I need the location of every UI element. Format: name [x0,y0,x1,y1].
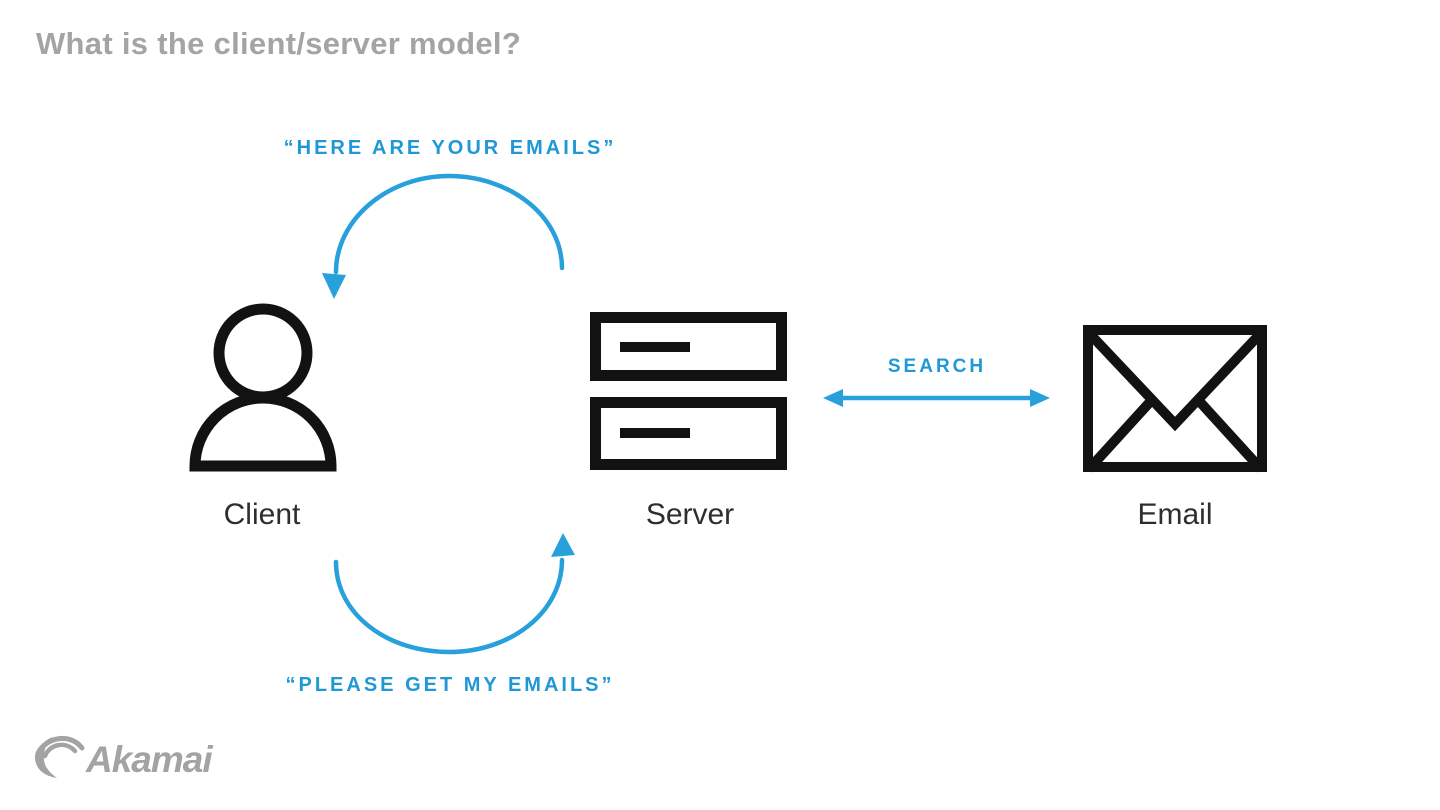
outer-swoosh [37,736,85,755]
message-here-are-your-emails: “HERE ARE YOUR EMAILS” [283,137,617,159]
crescent-shape [35,735,57,778]
search-label: SEARCH [887,356,987,377]
akamai-logo: Akamai [32,722,232,786]
server-label: Server [645,498,735,531]
page-title: What is the client/server model? [36,26,522,61]
envelope-fold-left [1085,398,1154,473]
server-unit-top [590,312,787,381]
arc-arrow-server-to-client [322,173,565,299]
arc-arrow-client-to-server [333,533,575,655]
message-please-get-my-emails: “PLEASE GET MY EMAILS” [285,674,615,696]
envelope-body [1083,325,1267,472]
envelope-fold-right [1196,398,1265,473]
client-label: Client [223,498,301,531]
envelope-flap [1085,329,1265,432]
person-head [213,303,313,403]
server-unit-bottom [590,397,787,470]
person-body [189,392,337,472]
left-arrowhead-icon [823,389,843,407]
akamai-wordmark: Akamai [86,739,213,780]
server-slot-top [620,342,690,352]
server-stack-icon [590,312,787,470]
down-arrowhead-icon [322,273,346,299]
search-double-arrow [823,389,1050,407]
akamai-crescent-icon [35,735,85,778]
server-slot-bottom [620,428,690,438]
arc-path [333,557,565,655]
inner-swoosh [42,742,78,759]
up-arrowhead-icon [551,533,575,557]
envelope-icon [1083,325,1267,473]
right-arrowhead-icon [1030,389,1050,407]
email-label: Email [1137,498,1213,531]
arc-path [333,173,565,275]
person-icon [189,303,337,472]
